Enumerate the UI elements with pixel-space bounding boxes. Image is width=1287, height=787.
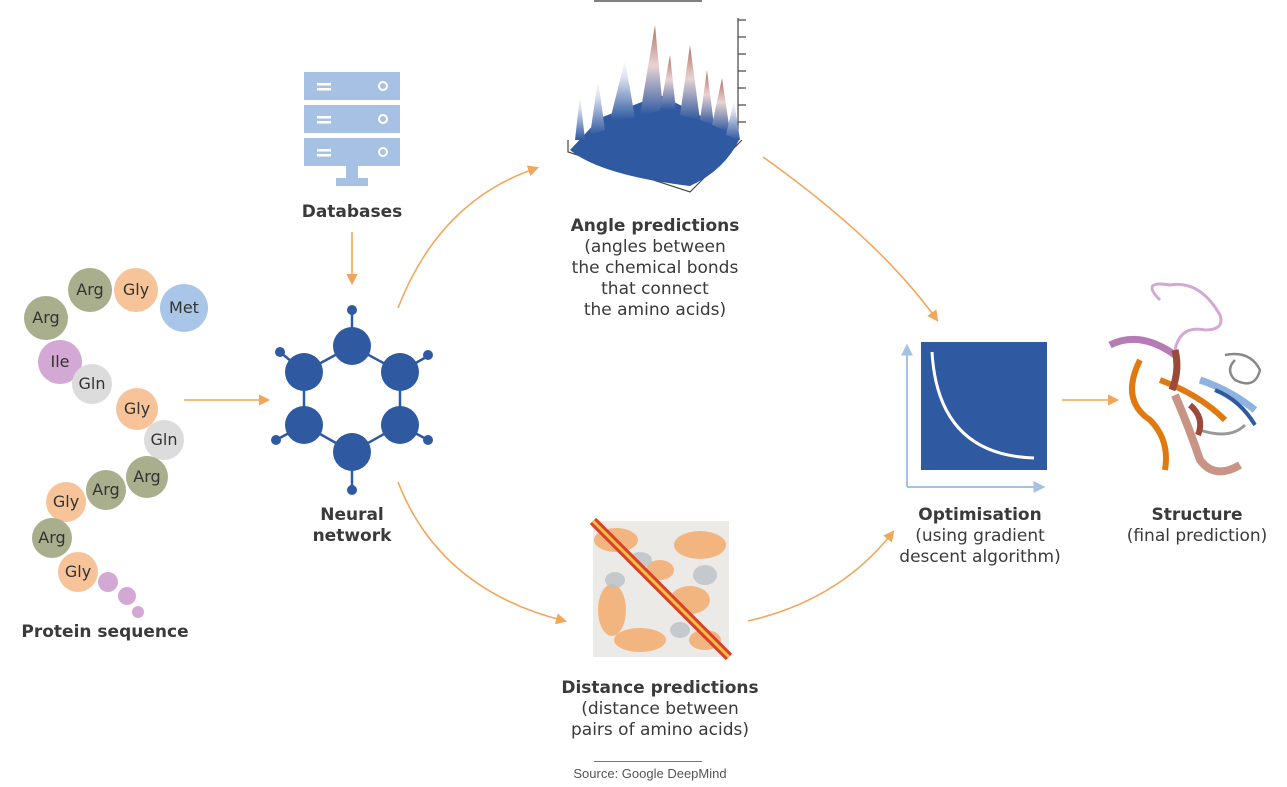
residue-label: Gly [122, 280, 150, 299]
distance-heatmap [589, 517, 733, 661]
residue-label: Gln [150, 430, 178, 449]
arrow-network-to-distance [397, 481, 568, 625]
server-icon [304, 72, 400, 186]
residue-label: Arg [32, 308, 60, 327]
residue: Arg [86, 470, 126, 510]
protein-structure-image [1108, 282, 1262, 476]
residue: Arg [126, 456, 168, 498]
distance-desc-line2: pairs of amino acids) [570, 720, 750, 740]
source-credit: Source: Google DeepMind [573, 766, 727, 781]
arrow-distance-to-optimisation [747, 530, 895, 622]
arrow-network-to-angle [397, 165, 540, 309]
residue-label: Gly [52, 492, 80, 511]
source-rule [594, 761, 702, 762]
optimisation-label: Optimisation (using gradient descent alg… [880, 505, 1080, 568]
residue-label: Gly [64, 562, 92, 581]
optimisation-title: Optimisation [918, 505, 1042, 525]
neural-network-icon [271, 305, 433, 495]
arrow-angle-to-optimisation [762, 156, 939, 322]
neural-network-line2: network [312, 526, 392, 546]
residue: Gln [144, 420, 184, 460]
angle-desc-line4: the amino acids) [583, 300, 727, 320]
angle-surface-plot [567, 18, 746, 193]
residue-label: Met [169, 298, 199, 317]
residue: Gly [58, 552, 98, 592]
sequence-tail-dots [98, 572, 144, 618]
structure-desc-line1: (final prediction) [1126, 526, 1268, 546]
databases-label: Databases [276, 202, 428, 223]
residue-label: Gln [78, 374, 106, 393]
protein-sequence-label: Protein sequence [0, 622, 210, 643]
residue: Arg [32, 518, 72, 558]
residue: Gly [46, 482, 86, 522]
residue-label: Arg [38, 528, 66, 547]
residue-label: Arg [92, 480, 120, 499]
residue-label: Arg [133, 467, 161, 486]
angle-desc-line2: the chemical bonds [571, 258, 739, 278]
residue: Met [160, 284, 208, 332]
distance-desc-line1: (distance between [581, 699, 739, 719]
neural-network-label: Neural network [290, 505, 414, 547]
structure-title: Structure [1151, 505, 1243, 525]
angle-title: Angle predictions [570, 216, 740, 236]
structure-label: Structure (final prediction) [1107, 505, 1287, 547]
distance-predictions-label: Distance predictions (distance between p… [520, 678, 800, 741]
residue-label: Arg [76, 280, 104, 299]
residue: Gly [114, 268, 158, 312]
databases-title: Databases [301, 202, 403, 222]
protein-sequence-title: Protein sequence [21, 622, 189, 642]
residue: Arg [24, 296, 68, 340]
neural-network-line1: Neural [320, 505, 384, 525]
residue-label: Ile [50, 352, 70, 371]
residue: Gln [72, 364, 112, 404]
angle-desc-line3: that connect [601, 279, 709, 299]
residue: Arg [68, 268, 112, 312]
flow-arrows [184, 156, 1120, 625]
distance-title: Distance predictions [561, 678, 759, 698]
angle-predictions-label: Angle predictions (angles between the ch… [530, 216, 780, 321]
optimisation-plot [901, 342, 1047, 493]
residue-label: Gly [123, 399, 151, 418]
angle-desc-line1: (angles between [584, 237, 726, 257]
optimisation-desc-line2: descent algorithm) [899, 547, 1061, 567]
optimisation-desc-line1: (using gradient [915, 526, 1045, 546]
